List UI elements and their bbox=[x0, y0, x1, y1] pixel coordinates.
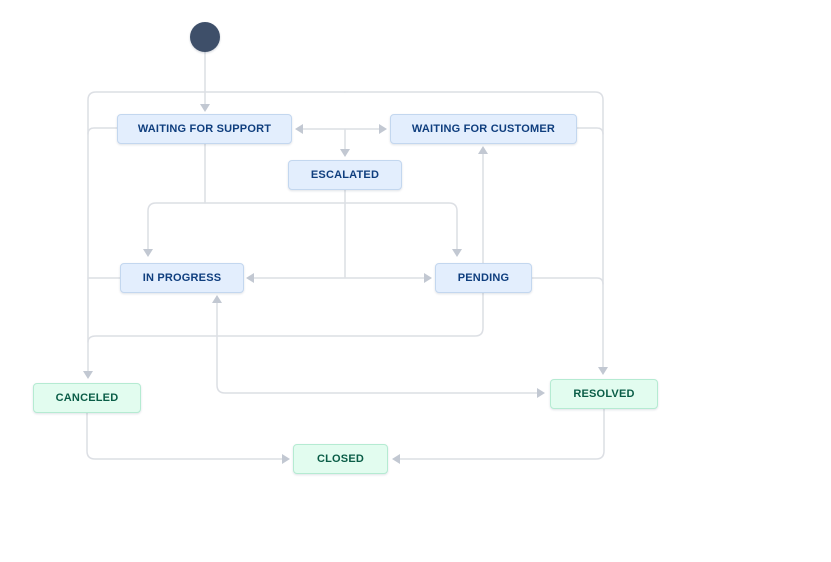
status-label: CLOSED bbox=[316, 453, 365, 465]
status-waiting-for-support[interactable]: WAITING FOR SUPPORT bbox=[117, 114, 292, 144]
edge-in-progress-resolved bbox=[212, 295, 545, 398]
status-canceled[interactable]: CANCELED bbox=[33, 383, 141, 413]
status-pending[interactable]: PENDING bbox=[435, 263, 532, 293]
start-node[interactable] bbox=[190, 22, 220, 52]
edge-waiting-for-support-waiting-for-customer bbox=[295, 124, 387, 134]
edge-canceled-to-closed bbox=[86, 412, 290, 464]
status-label: WAITING FOR CUSTOMER bbox=[411, 123, 556, 135]
status-closed[interactable]: CLOSED bbox=[293, 444, 388, 474]
status-label: PENDING bbox=[457, 272, 510, 284]
status-label: IN PROGRESS bbox=[142, 272, 222, 284]
edge-frame-to-resolved bbox=[344, 91, 608, 375]
edge-waiting-for-support-to-in-progress-and-pending bbox=[143, 143, 462, 257]
edge-in-progress-pending bbox=[246, 273, 432, 283]
edge-frame-to-canceled bbox=[83, 91, 484, 379]
status-label: RESOLVED bbox=[573, 388, 635, 400]
status-label: WAITING FOR SUPPORT bbox=[137, 123, 272, 135]
edge-create-to-waiting-for-support bbox=[200, 51, 210, 112]
status-waiting-for-customer[interactable]: WAITING FOR CUSTOMER bbox=[390, 114, 577, 144]
status-in-progress[interactable]: IN PROGRESS bbox=[120, 263, 244, 293]
status-escalated[interactable]: ESCALATED bbox=[288, 160, 402, 190]
edge-to-escalated bbox=[340, 128, 350, 157]
edge-pending-to-waiting-for-customer bbox=[478, 146, 488, 264]
status-label: ESCALATED bbox=[310, 169, 380, 181]
status-resolved[interactable]: RESOLVED bbox=[550, 379, 658, 409]
status-label: CANCELED bbox=[55, 392, 119, 404]
edge-resolved-to-closed bbox=[392, 408, 605, 464]
